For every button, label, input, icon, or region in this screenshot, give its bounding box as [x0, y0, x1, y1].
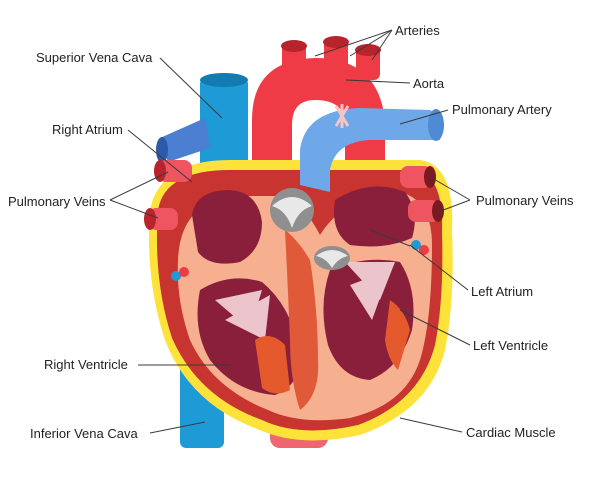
label-left-ventricle: Left Ventricle	[473, 338, 548, 353]
label-right-ventricle: Right Ventricle	[44, 357, 128, 372]
papillary-muscle-left	[385, 300, 410, 370]
pulmonary-vein-right-lower	[408, 200, 440, 222]
label-arteries: Arteries	[395, 23, 440, 38]
right-atrium-chamber	[192, 190, 262, 264]
label-aorta: Aorta	[413, 76, 445, 91]
septum	[285, 230, 319, 410]
pulmonary-valve	[270, 188, 314, 232]
papillary-muscle-right	[255, 336, 290, 394]
chordae-left	[345, 262, 395, 320]
left-atrium-chamber	[334, 186, 415, 247]
leader-lines	[109, 29, 471, 434]
label-pulmonary-veins-left: Pulmonary Veins	[8, 194, 106, 209]
label-right-atrium: Right Atrium	[52, 122, 123, 137]
label-inferior-vena-cava: Inferior Vena Cava	[30, 426, 138, 441]
chordae-right	[215, 290, 270, 340]
label-cardiac-muscle: Cardiac Muscle	[466, 425, 556, 440]
label-left-atrium: Left Atrium	[471, 284, 533, 299]
label-superior-vena-cava: Superior Vena Cava	[36, 50, 153, 65]
aortic-valve	[314, 246, 350, 270]
pulmonary-artery-left-branch	[160, 118, 210, 162]
pulmonary-vein-left-upper	[158, 160, 192, 182]
pulmonary-vein-right-upper	[400, 166, 432, 188]
label-pulmonary-artery: Pulmonary Artery	[452, 102, 552, 117]
pulmonary-artery-vessel	[300, 108, 442, 192]
pulmonary-vein-left-lower	[148, 208, 178, 230]
label-pulmonary-veins-right: Pulmonary Veins	[476, 193, 574, 208]
